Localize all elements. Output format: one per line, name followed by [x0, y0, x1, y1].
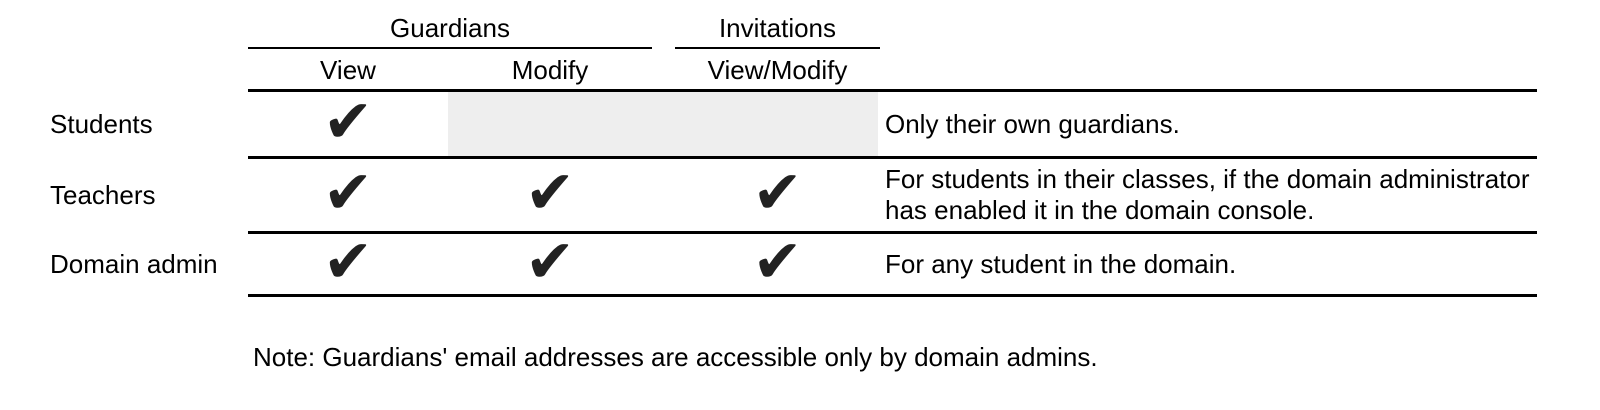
invitations-underline-rule	[675, 47, 880, 49]
header-bottom-rule	[248, 89, 1537, 92]
row-label-domain-admin: Domain admin	[50, 248, 218, 279]
row-note-students: Only their own guardians.	[885, 108, 1180, 139]
teachers-guardians-modify-cell: ✔	[524, 159, 576, 226]
table-row-teachers: Teachers ✔ ✔ ✔ For students in their cla…	[0, 159, 1600, 231]
domain-admin-invitations-cell: ✔	[752, 228, 803, 295]
table-bottom-rule	[248, 294, 1537, 297]
no-access-shaded-cell	[448, 92, 878, 156]
domain-admin-guardians-view-cell: ✔	[322, 228, 374, 295]
students-guardians-view-cell: ✔	[322, 88, 374, 155]
column-group-invitations: Invitations	[718, 13, 837, 43]
guardians-underline-rule	[248, 47, 652, 49]
row-note-domain-admin: For any student in the domain.	[885, 248, 1237, 279]
row-note-teachers: For students in their classes, if the do…	[885, 164, 1530, 225]
row-divider-rule	[248, 156, 1537, 159]
teachers-invitations-cell: ✔	[752, 159, 803, 226]
domain-admin-guardians-modify-cell: ✔	[524, 228, 576, 295]
column-header-modify: Modify	[511, 55, 589, 85]
column-group-guardians: Guardians	[390, 13, 510, 43]
table-row-domain-admin: Domain admin ✔ ✔ ✔ For any student in th…	[0, 228, 1600, 295]
column-header-view-modify: View/Modify	[707, 55, 848, 85]
column-header-view: View	[320, 55, 376, 85]
row-label-students: Students	[50, 108, 153, 139]
table-row-students: Students ✔ Only their own guardians.	[0, 92, 1600, 156]
teachers-guardians-view-cell: ✔	[322, 159, 374, 226]
row-divider-rule	[248, 231, 1537, 234]
row-label-teachers: Teachers	[50, 179, 156, 210]
footnote: Note: Guardians' email addresses are acc…	[253, 342, 1098, 372]
